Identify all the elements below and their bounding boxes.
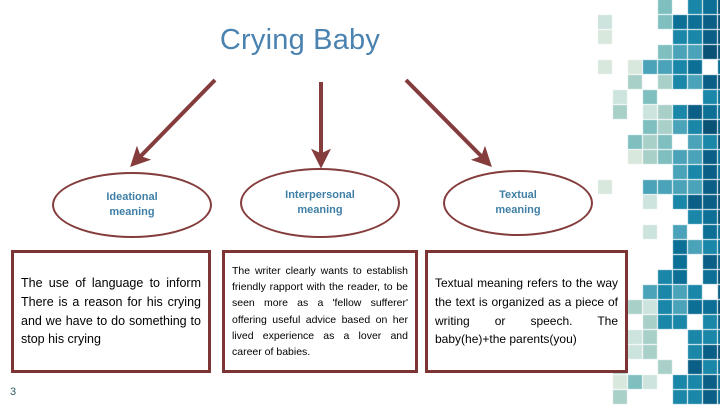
text-box-body-interpersonal: The writer clearly wants to establish fr…: [232, 264, 408, 359]
node-ellipse-ideational[interactable]: Ideational meaning: [52, 172, 212, 238]
node-label-ideational: Ideational meaning: [106, 190, 157, 220]
text-box-body-textual: Textual meaning refers to the way the te…: [435, 276, 618, 347]
arrow-to-ideational: [130, 78, 217, 168]
node-label-interpersonal: Interpersonal meaning: [285, 188, 355, 218]
node-label-line2: meaning: [297, 204, 343, 216]
node-label-line2: meaning: [109, 206, 155, 218]
text-box-ideational[interactable]: The use of language to inform There is a…: [11, 250, 211, 373]
text-box-interpersonal[interactable]: The writer clearly wants to establish fr…: [222, 250, 418, 373]
page-title: Crying Baby: [219, 24, 381, 56]
node-label-line1: Textual: [499, 189, 537, 202]
node-label-textual: Textual meaning: [495, 188, 540, 218]
page-number: 3: [10, 386, 17, 398]
node-label-line1: Ideational: [106, 191, 158, 204]
node-ellipse-interpersonal[interactable]: Interpersonal meaning: [240, 168, 400, 238]
text-box-textual[interactable]: Textual meaning refers to the way the te…: [425, 250, 628, 373]
node-ellipse-textual[interactable]: Textual meaning: [443, 170, 593, 236]
node-label-line1: Interpersonal: [285, 189, 355, 202]
text-box-body-ideational: The use of language to inform There is a…: [21, 276, 201, 347]
arrow-to-textual: [404, 78, 492, 167]
node-label-line2: meaning: [495, 204, 541, 216]
